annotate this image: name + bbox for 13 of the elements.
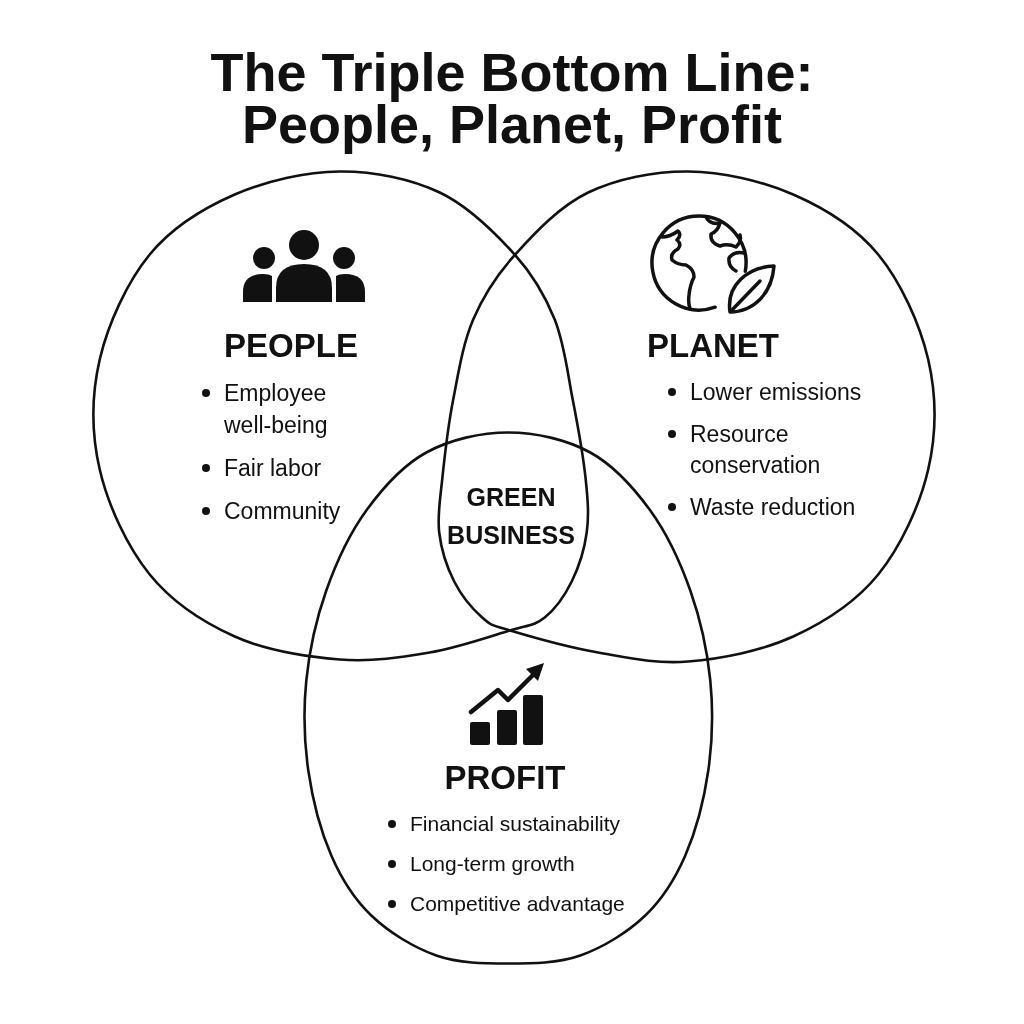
bullet-item: Community bbox=[198, 495, 358, 527]
bullet-item: Lower emissions bbox=[664, 377, 879, 408]
center-label: GREEN BUSINESS bbox=[447, 482, 575, 551]
category-heading: PROFIT bbox=[444, 758, 566, 798]
bullet-item: Waste reduction bbox=[664, 492, 879, 523]
bullet-item: Financial sustainability bbox=[384, 809, 654, 839]
bullet-item: Long-term growth bbox=[384, 849, 654, 879]
bullet-item: Resource conservation bbox=[664, 419, 879, 481]
bullet-item: Employee well-being bbox=[198, 377, 358, 441]
category-heading: PEOPLE bbox=[224, 326, 358, 366]
category-heading: PLANET bbox=[647, 326, 779, 366]
bullet-item: Fair labor bbox=[198, 452, 358, 484]
bullet-item: Competitive advantage bbox=[384, 889, 654, 919]
